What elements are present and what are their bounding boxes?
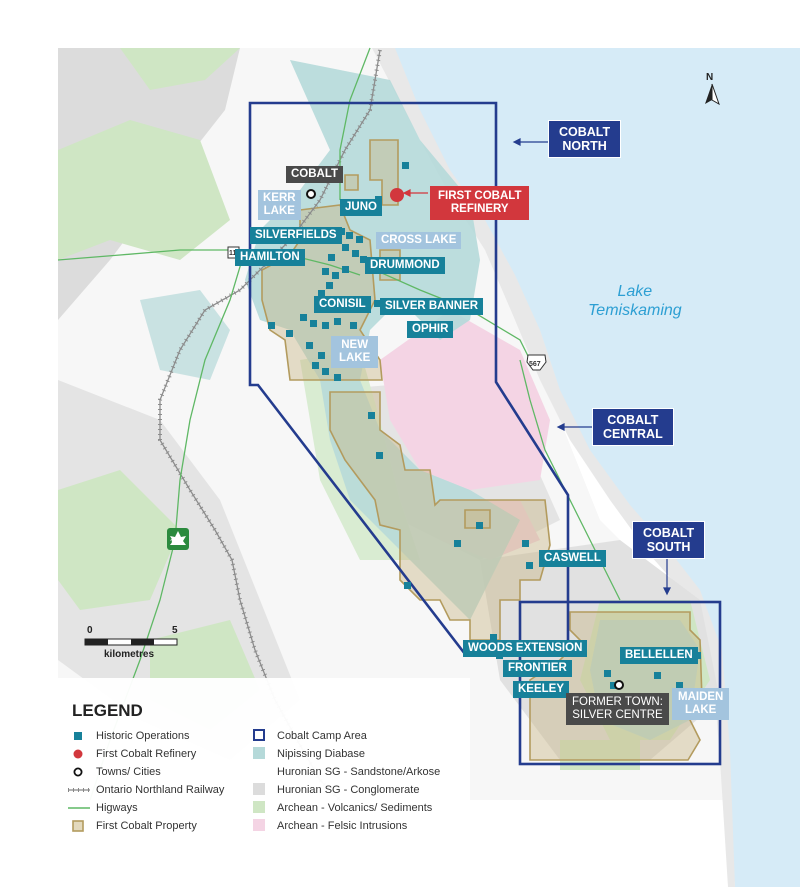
area-leaders [402,138,671,596]
legend-felsic-icon [253,819,265,831]
highway-567-shield-icon [526,354,547,371]
legend-camp-area-icon [253,729,265,741]
scale-start: 0 [87,625,93,636]
legend-item-camp-area: Cobalt Camp Area [277,730,367,742]
label-caswell: CASWELL [539,550,606,567]
area-felsic [380,310,550,490]
label-first-cobalt-refinery: FIRST COBALT REFINERY [430,186,530,220]
label-cross-lake: CROSS LAKE [376,232,462,249]
label-hamilton: HAMILTON [235,249,305,266]
label-maiden-lake: MAIDEN LAKE [672,688,730,720]
highway-11-shield-icon [167,528,189,550]
scale-bar: 0 5 kilometres [84,625,188,665]
legend-item-conglomerate: Huronian SG - Conglomerate [277,784,420,796]
label-conisil: CONISIL [314,296,371,313]
label-cobalt-north: COBALT NORTH [548,120,622,158]
legend-item-historic-operations: Historic Operations [96,730,190,742]
label-woods-extension: WOODS EXTENSION [463,640,588,657]
label-juno: JUNO [340,199,382,216]
north-arrow-letter: N [706,72,714,83]
scale-bar-graphic [84,638,178,646]
legend-town-icon [73,767,83,777]
highway-11b-number: 11 [229,250,237,257]
town-silver-centre [614,680,624,690]
legend-railway-icon [68,788,90,792]
scale-end: 5 [172,625,178,636]
legend-volcanics-icon [253,801,265,813]
area-volcanics [120,48,240,90]
label-kerr-lake: KERR LAKE [258,190,301,220]
legend-item-railway: Ontario Northland Railway [96,784,225,796]
legend-highway-icon [68,807,90,809]
legend-refinery-icon [73,749,83,759]
legend-property-icon [72,820,84,832]
label-keeley: KEELEY [513,681,570,698]
label-silver-banner: SILVER BANNER [380,298,484,315]
legend-item-sandstone: Huronian SG - Sandstone/Arkose [277,766,441,778]
label-cobalt-south: COBALT SOUTH [632,521,706,559]
highway-567-number: 567 [529,361,541,368]
label-cobalt: COBALT [286,166,344,183]
label-frontier: FRONTIER [503,660,572,677]
label-new-lake: NEW LAKE [331,336,379,368]
legend-item-towns-cities: Towns/ Cities [96,766,161,778]
legend-historic-operations-icon [74,732,82,740]
first-cobalt-refinery-dot [390,188,404,202]
label-ophir: OPHIR [407,321,454,338]
lake-temiskaming [372,48,800,887]
label-cobalt-central: COBALT CENTRAL [592,408,674,446]
legend-title: LEGEND [72,701,143,720]
legend-item-first-cobalt-refinery: First Cobalt Refinery [96,748,197,760]
legend-diabase-icon [253,747,265,759]
north-arrow-icon [705,83,720,106]
label-bellellen: BELLELLEN [620,647,698,664]
legend-item-nipissing-diabase: Nipissing Diabase [277,748,366,760]
legend-sandstone-icon [253,765,265,777]
label-lake-temiskaming: Lake Temiskaming [588,283,682,319]
legend-item-first-cobalt-property: First Cobalt Property [96,820,197,832]
scale-unit: kilometres [104,649,155,660]
legend-item-felsic-intrusions: Archean - Felsic Intrusions [277,820,408,832]
label-drummond: DRUMMOND [365,257,445,274]
label-silverfields: SILVERFIELDS [250,227,342,244]
highway-11-number: 11 [170,538,179,547]
north-arrow: N [701,72,723,108]
legend-panel: LEGEND Historic Operations First Cobalt … [48,678,470,850]
label-former-town-silver-centre: FORMER TOWN: SILVER CENTRE [566,693,669,725]
town-cobalt [306,189,316,199]
legend-item-highways: Higways [96,802,138,814]
legend-item-volcanics: Archean - Volcanics/ Sediments [277,802,433,814]
legend-conglomerate-icon [253,783,265,795]
